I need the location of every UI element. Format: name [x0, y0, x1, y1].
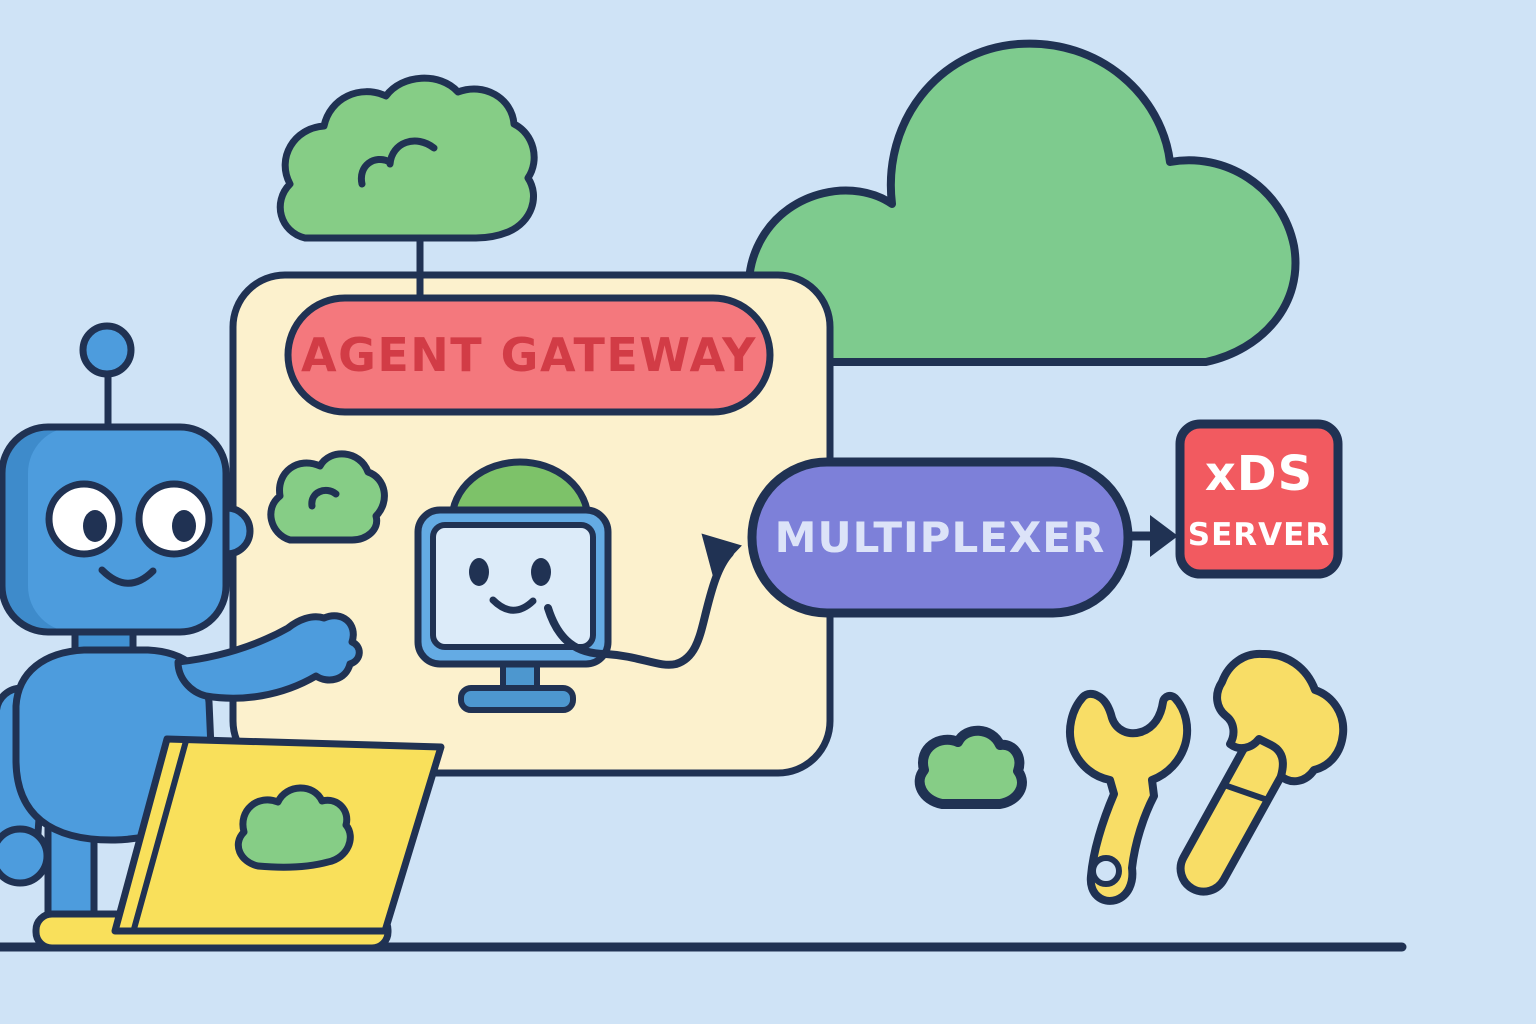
xds-server-label-line2: SERVER — [1188, 517, 1330, 553]
monitor-screen — [430, 522, 596, 650]
robot-fist-left — [0, 825, 51, 887]
arrowhead-icon — [1150, 515, 1178, 557]
cloud-icon-top-left — [276, 74, 538, 242]
cloud-inner-detail — [357, 137, 438, 188]
robot-face — [45, 480, 213, 587]
xds-server-node: xDS SERVER — [1175, 419, 1343, 579]
hammer-grip-seam — [1220, 781, 1271, 804]
multiplexer-node: MULTIPLEXER — [747, 457, 1133, 618]
hammer-head — [1213, 649, 1348, 786]
robot-arm-right-pointing — [174, 612, 363, 702]
robot-smile — [98, 566, 157, 587]
robot-eye-left — [45, 480, 123, 558]
cloud-icon-small-bottom — [914, 725, 1027, 809]
wrench-hole — [1090, 855, 1122, 887]
monitor-smile — [489, 596, 537, 614]
cloud-icon-large — [744, 39, 1300, 366]
laptop — [32, 735, 445, 952]
arrow-multiplexer-to-xds — [1127, 515, 1178, 557]
laptop-cloud-logo-icon — [234, 784, 354, 871]
xds-server-label-line1: xDS — [1205, 446, 1313, 502]
monitor-dome-icon — [448, 458, 592, 524]
robot-character — [0, 322, 363, 924]
cloud-icon-panel — [267, 450, 388, 544]
multiplexer-label: MULTIPLEXER — [775, 513, 1106, 562]
robot-pupil-right — [172, 510, 196, 542]
monitor-stand-base — [458, 685, 576, 713]
robot-antenna-ball — [79, 322, 135, 378]
monitor-face — [469, 558, 551, 614]
robot-pupil-left — [83, 510, 107, 542]
agent-gateway-label: AGENT GATEWAY — [301, 328, 757, 382]
hammer-icon — [1176, 649, 1348, 896]
agent-gateway-node: AGENT GATEWAY — [284, 294, 774, 416]
monitor-eye-left — [469, 558, 489, 586]
arrowhead-icon — [701, 533, 742, 577]
wrench-icon — [1066, 689, 1192, 905]
monitor-eye-right — [531, 558, 551, 586]
arrow-monitor-to-multiplexer — [544, 533, 742, 669]
laptop-lid-spine — [131, 738, 189, 932]
